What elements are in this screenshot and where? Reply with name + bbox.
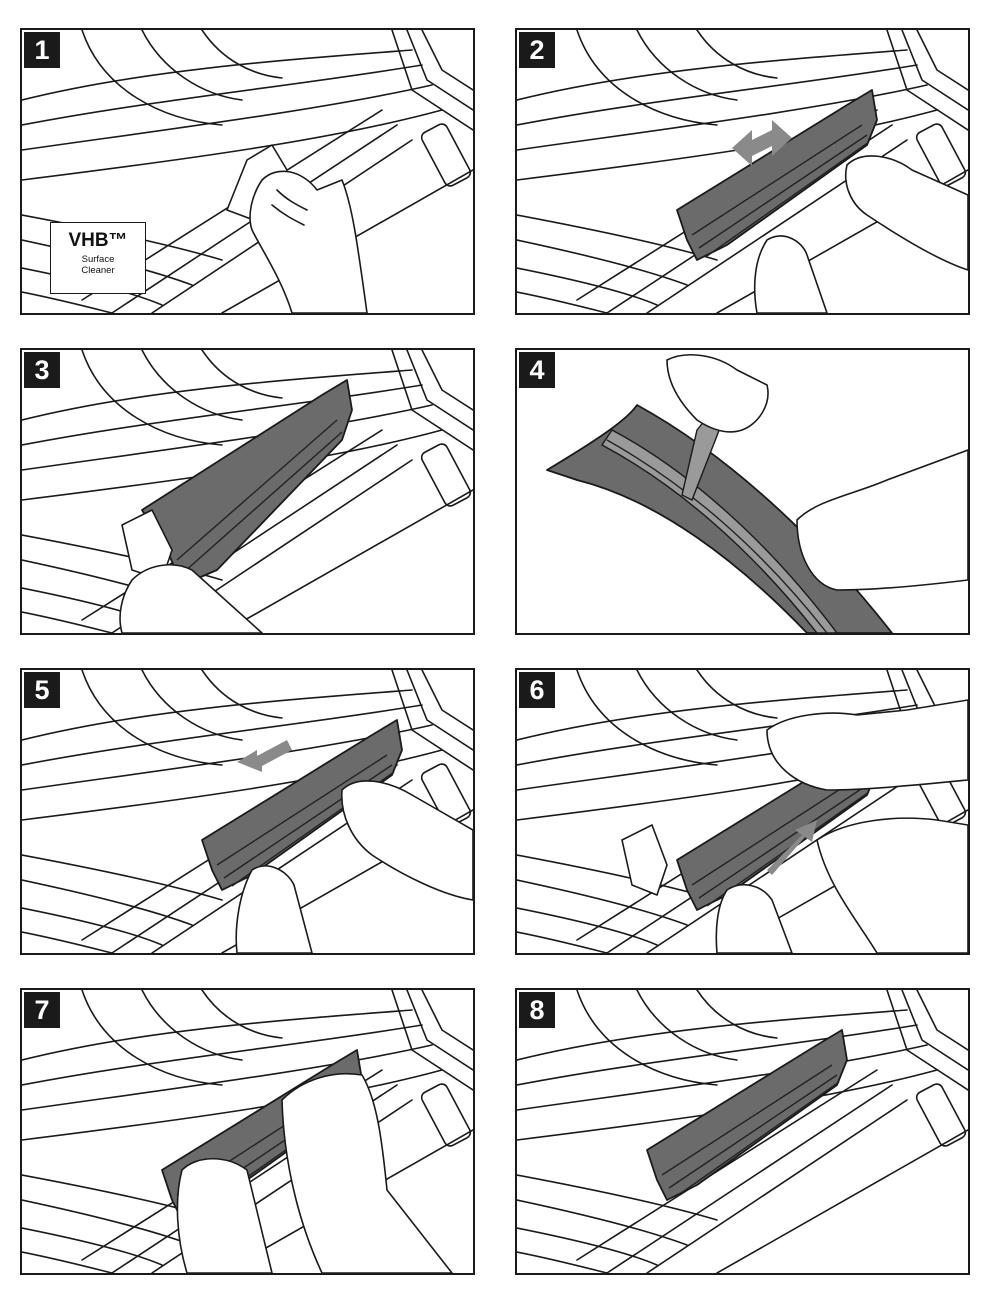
step-3-panel: 3 — [20, 348, 475, 635]
hand — [281, 1072, 453, 1273]
hand — [753, 235, 828, 313]
hand — [341, 780, 473, 901]
step-number: 5 — [24, 672, 60, 708]
step-6-panel: 6 — [515, 668, 970, 955]
step-2-panel: 2 — [515, 28, 970, 315]
hand — [119, 564, 263, 633]
step-1-illustration — [22, 30, 473, 313]
surface-cleaner-label: VHB™ Surface Cleaner — [50, 222, 146, 294]
hand — [715, 884, 793, 953]
sill-plate — [141, 379, 353, 586]
hand — [766, 699, 968, 791]
step-4-panel: 4 — [515, 348, 970, 635]
step-3-illustration — [22, 350, 473, 633]
hand — [796, 449, 968, 591]
hand — [666, 354, 769, 433]
cleaner-brand: VHB™ — [68, 230, 128, 251]
step-number: 7 — [24, 992, 60, 1028]
left-arrow-icon — [237, 740, 292, 772]
diagonal-arrow-icon — [767, 820, 817, 875]
step-4-illustration — [546, 354, 968, 633]
step-1-panel: 1 VHB™ Surface Cleaner — [20, 28, 475, 315]
step-2-illustration — [517, 30, 968, 313]
cleaner-line2: Cleaner — [81, 265, 115, 276]
step-number: 3 — [24, 352, 60, 388]
hand — [235, 865, 313, 953]
step-5-illustration — [22, 670, 473, 953]
step-number: 1 — [24, 32, 60, 68]
step-7-illustration — [22, 990, 473, 1273]
step-number: 4 — [519, 352, 555, 388]
backing-liner — [621, 824, 668, 896]
step-number: 8 — [519, 992, 555, 1028]
step-8-panel: 8 — [515, 988, 970, 1275]
step-number: 2 — [519, 32, 555, 68]
hand — [845, 155, 968, 271]
step-6-illustration — [517, 670, 968, 953]
step-5-panel: 5 — [20, 668, 475, 955]
step-8-illustration — [517, 990, 968, 1273]
step-number: 6 — [519, 672, 555, 708]
hand — [176, 1158, 273, 1273]
cleaner-line1: Surface — [81, 254, 115, 265]
double-arrow-icon — [732, 120, 792, 166]
hand — [816, 817, 968, 953]
hand — [249, 170, 368, 313]
step-7-panel: 7 — [20, 988, 475, 1275]
